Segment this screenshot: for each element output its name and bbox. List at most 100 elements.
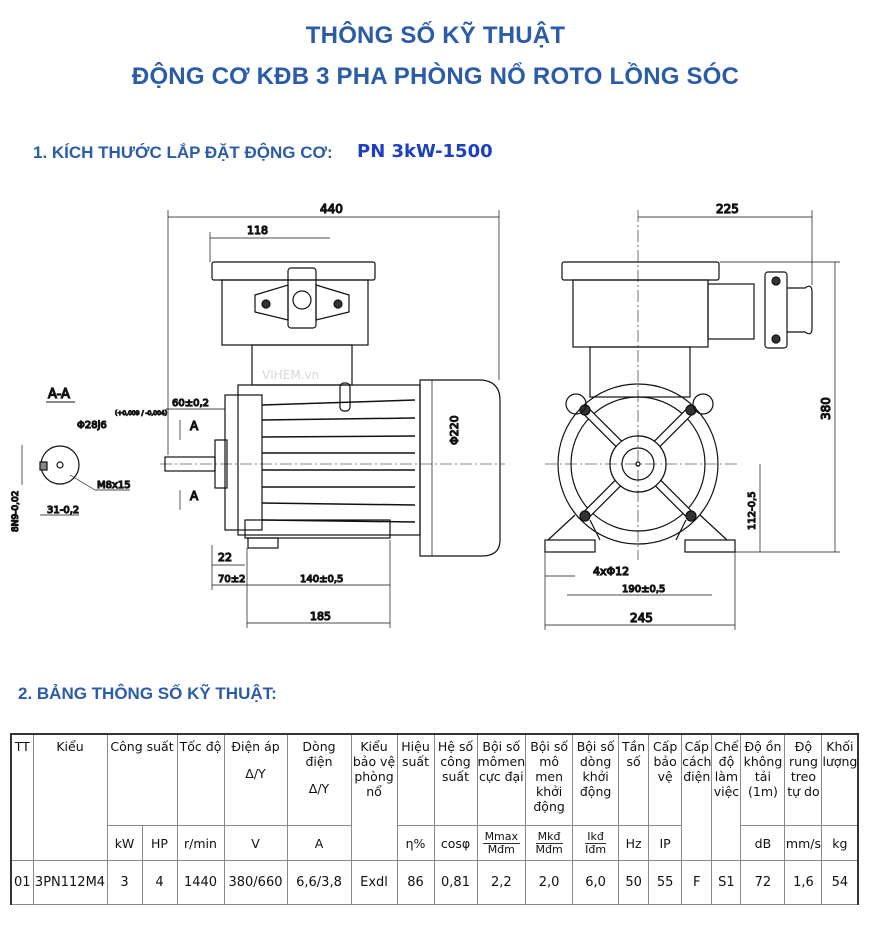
dim-185: 185 bbox=[310, 610, 331, 623]
cell-eta: 86 bbox=[396, 860, 435, 905]
th-dien-ap: Điện áp Δ/Y bbox=[223, 733, 288, 826]
th-dong-dien-sub: Δ/Y bbox=[308, 781, 330, 796]
th-momen-max: Bội số mômen cực đại bbox=[476, 733, 527, 826]
dim-shaft-dia: Φ28j6 bbox=[77, 420, 107, 431]
unit-mms: mm/s bbox=[784, 825, 823, 861]
cell-hz: 50 bbox=[618, 860, 650, 905]
unit-rpm: r/min bbox=[176, 825, 225, 861]
cell-a: 6,6/3,8 bbox=[286, 860, 352, 905]
section-2-heading: 2. BẢNG THÔNG SỐ KỸ THUẬT: bbox=[18, 684, 277, 703]
section-1-heading: 1. KÍCH THƯỚC LẮP ĐẶT ĐỘNG CƠ: bbox=[33, 143, 333, 162]
unit-kg: kg bbox=[821, 825, 860, 861]
cell-ip: 55 bbox=[648, 860, 683, 905]
th-dien-ap-sub: Δ/Y bbox=[245, 766, 266, 781]
cell-kieu: 3PN112M4 bbox=[32, 860, 108, 905]
unit-mmax-den: Mđm bbox=[487, 842, 515, 856]
unit-mkd-den: Mđm bbox=[535, 842, 563, 856]
unit-ip: IP bbox=[648, 825, 683, 861]
unit-hz: Hz bbox=[618, 825, 650, 861]
section-label: A-A bbox=[48, 387, 70, 402]
th-dong-dien-label: Dòng điện bbox=[302, 739, 336, 769]
dim-70: 70±2 bbox=[218, 574, 245, 585]
th-momen-kd: Bội số mô men khởi động bbox=[525, 733, 574, 826]
unit-mkd-num: Mkđ bbox=[535, 830, 563, 844]
dim-190: 190±0,5 bbox=[622, 584, 665, 595]
cell-vib: 1,6 bbox=[784, 860, 823, 905]
th-he-so: Hệ số công suất bbox=[433, 733, 478, 826]
cell-kw: 3 bbox=[106, 860, 143, 905]
cell-mkd: 2,0 bbox=[525, 860, 574, 905]
dim-shaft-tol: (+0,009 / -0,004) bbox=[115, 410, 167, 417]
th-do-rung: Độ rung treo tự do bbox=[784, 733, 823, 826]
th-cap-cach-dien: Cấp cách điện bbox=[681, 733, 713, 861]
th-hieu-suat: Hiệu suất bbox=[396, 733, 435, 826]
cell-tt: 01 bbox=[10, 860, 34, 905]
cut-label-bottom: A bbox=[190, 489, 199, 503]
dim-245: 245 bbox=[630, 611, 653, 625]
cell-hp: 4 bbox=[141, 860, 178, 905]
dim-112: 112-0,5 bbox=[747, 491, 758, 530]
header-row: TT Kiểu Công suất Tốc độ Điện áp Δ/Y Dòng… bbox=[10, 733, 860, 861]
cell-rpm: 1440 bbox=[176, 860, 225, 905]
spec-table: TT Kiểu Công suất Tốc độ Điện áp Δ/Y Dòng… bbox=[10, 733, 860, 905]
table-row: 01 3PN112M4 3 4 1440 380/660 6,6/3,8 Exd… bbox=[10, 860, 860, 905]
unit-ikd-den: Iđm bbox=[585, 842, 607, 856]
cell-kg: 54 bbox=[821, 860, 860, 905]
unit-v: V bbox=[223, 825, 288, 861]
watermark: VIHEM.vn bbox=[262, 368, 319, 382]
dim-thread: M8x15 bbox=[97, 480, 131, 491]
th-cap-bao-ve: Cấp bảo vệ bbox=[648, 733, 683, 826]
dim-key-width: 8N9-0,02 bbox=[11, 491, 21, 532]
th-do-on: Độ ồn không tải (1m) bbox=[740, 733, 786, 826]
dim-220: Φ220 bbox=[448, 415, 461, 445]
unit-kw: kW bbox=[106, 825, 143, 861]
unit-eta: η% bbox=[396, 825, 435, 861]
unit-mmax-num: Mmax bbox=[482, 829, 521, 844]
th-toc-do: Tốc độ bbox=[176, 733, 225, 826]
dim-140: 140±0,5 bbox=[300, 574, 343, 585]
cell-duty: S1 bbox=[711, 860, 742, 905]
dim-380: 380 bbox=[819, 397, 833, 420]
cell-cos: 0,81 bbox=[433, 860, 478, 905]
th-kieu: Kiểu bbox=[32, 733, 108, 861]
cell-ins: F bbox=[681, 860, 713, 905]
cell-v: 380/660 bbox=[223, 860, 288, 905]
dim-225: 225 bbox=[716, 202, 739, 216]
dim-holes: 4xΦ12 bbox=[593, 565, 629, 578]
dim-key-depth: 31-0,2 bbox=[47, 505, 79, 516]
unit-a: A bbox=[286, 825, 352, 861]
th-cong-suat: Công suất bbox=[106, 733, 178, 826]
front-view: 225 380 112-0,5 4xΦ12 190±0,5 245 bbox=[544, 201, 840, 630]
side-view: 440 118 60±0,2 A A Φ220 22 70±2 140±0,5 … bbox=[160, 201, 505, 628]
shaft-section: A-A Φ28j6 (+0,009 / -0,004) M8x15 31-0,2… bbox=[10, 386, 167, 532]
dim-60: 60±0,2 bbox=[172, 398, 209, 409]
th-tan-so: Tần số bbox=[618, 733, 650, 826]
th-tt: TT bbox=[10, 733, 34, 861]
cell-ex: Exdl bbox=[350, 860, 398, 905]
th-dien-ap-label: Điện áp bbox=[231, 739, 280, 754]
title-line-1: THÔNG SỐ KỸ THUẬT bbox=[305, 22, 566, 49]
title-line-2: ĐỘNG CƠ KĐB 3 PHA PHÒNG NỔ ROTO LỒNG SÓC bbox=[131, 63, 740, 90]
model-name: PN 3kW-1500 bbox=[357, 141, 493, 162]
motor-drawing: VIHEM.vn bbox=[10, 201, 840, 630]
dim-22: 22 bbox=[218, 551, 232, 564]
th-kieu-bao-ve: Kiểu bảo vệ phòng nổ bbox=[350, 733, 398, 861]
cut-label-top: A bbox=[190, 419, 199, 433]
cell-db: 72 bbox=[740, 860, 786, 905]
dim-440: 440 bbox=[320, 202, 343, 216]
th-dong-kd: Bội số dòng khởi động bbox=[572, 733, 620, 826]
unit-db: dB bbox=[740, 825, 786, 861]
th-che-do: Chế độ làm việc bbox=[711, 733, 742, 861]
unit-ikd-num: Ikđ bbox=[585, 830, 607, 844]
unit-cos: cosφ bbox=[433, 825, 478, 861]
unit-hp: HP bbox=[141, 825, 178, 861]
cell-ikd: 6,0 bbox=[572, 860, 620, 905]
cell-mmax: 2,2 bbox=[476, 860, 527, 905]
dim-118: 118 bbox=[247, 224, 268, 237]
